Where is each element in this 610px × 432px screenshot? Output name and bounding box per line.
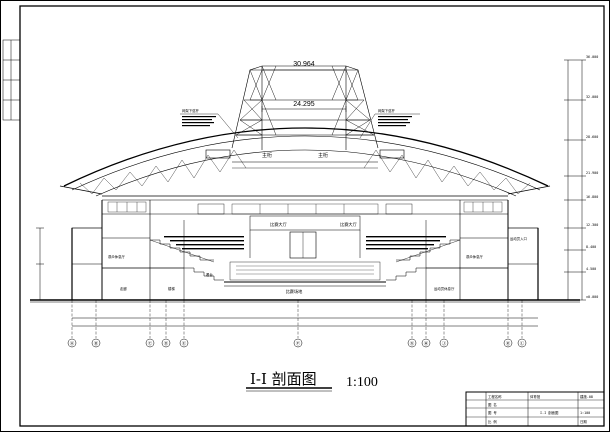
top-dimension: 30.964 xyxy=(293,61,315,68)
tb-row-3: 比 例 xyxy=(488,419,497,424)
axis-label: Ⓙ xyxy=(442,340,447,347)
axis-lines xyxy=(71,300,523,338)
elevation-labels: 36.000 32.000 28.600 21.900 16.800 12.30… xyxy=(586,55,598,299)
axis-label: Ⓒ xyxy=(148,340,153,347)
right-side-label: 运动员入口 xyxy=(510,236,527,241)
axis-bubble xyxy=(407,338,417,348)
hall-label: 比赛大厅 xyxy=(270,221,287,228)
tb-row-1: 图 名 xyxy=(488,402,497,407)
axis-bubble xyxy=(145,338,155,348)
title-block xyxy=(465,391,605,427)
right-stands xyxy=(386,239,461,281)
left-stair: 楼梯 xyxy=(168,286,175,291)
hall-frame xyxy=(249,215,361,259)
ridge-label-left: 主桁 xyxy=(262,152,272,159)
elevation-3: 21.900 xyxy=(586,171,598,175)
roof-lower-chord xyxy=(102,149,508,201)
elevation-8: ±0.000 xyxy=(586,295,598,299)
right-lower-room: 运动员休息厅 xyxy=(434,286,455,291)
truss-note-right-detail xyxy=(378,116,412,127)
tb-sheet-name: I-I 剖面图 xyxy=(540,410,559,415)
axis-label: Ⓔ xyxy=(182,340,187,347)
tb-value-0: 建施-08 xyxy=(580,394,593,399)
elevation-0: 36.000 xyxy=(586,55,598,59)
mid-dimension: 24.295 xyxy=(293,101,315,108)
seat-rows xyxy=(164,236,446,250)
axis-label: Ⓛ xyxy=(520,340,525,347)
axis-label: Ⓓ xyxy=(164,340,169,347)
drawing-title: I-I 剖面图 1:100 xyxy=(246,370,378,392)
axis-bubble xyxy=(161,338,171,348)
court-label: 比赛场地 xyxy=(286,288,304,295)
court xyxy=(224,261,386,287)
title-block-text: 体育馆 工程名称 图 名 图 号 比 例 I-I 剖面图 建施-08 1:100… xyxy=(488,394,593,424)
axis-bubble xyxy=(179,338,189,348)
truss-note-right: 网架下弦杆 xyxy=(378,108,396,113)
axis-bubble xyxy=(67,338,77,348)
axis-bubble xyxy=(91,338,101,348)
axis-bubble xyxy=(517,338,527,348)
elevation-scale xyxy=(564,59,586,301)
truss-note-left-detail xyxy=(182,116,216,127)
axis-label: Ⓗ xyxy=(424,340,429,347)
axis-label: Ⓚ xyxy=(506,340,511,347)
tb-value-1: 1:100 xyxy=(580,411,590,415)
dimension-chain xyxy=(72,317,538,327)
left-upper-room: 观众休息厅 xyxy=(108,254,126,259)
central-truss-tower xyxy=(231,65,379,150)
left-elevation-ticks xyxy=(36,227,44,301)
axis-label: Ⓖ xyxy=(410,340,415,347)
binding-strip xyxy=(2,39,21,121)
axis-bubbles: Ⓐ Ⓑ Ⓒ Ⓓ Ⓔ Ⓕ Ⓖ Ⓗ Ⓙ Ⓚ Ⓛ xyxy=(67,338,527,348)
axis-bubble xyxy=(421,338,431,348)
axis-bubble xyxy=(293,338,303,348)
elevation-5: 12.300 xyxy=(586,223,598,227)
elevation-7: 4.500 xyxy=(586,267,596,271)
elevation-4: 16.800 xyxy=(586,195,598,199)
elevation-1: 32.000 xyxy=(586,95,598,99)
inner-border xyxy=(19,5,605,427)
tb-value-2: 日期 xyxy=(580,419,587,424)
tb-row-2: 图 号 xyxy=(488,410,497,415)
stand-label: 看台 xyxy=(206,272,213,277)
hall-mark: 比赛大厅 xyxy=(340,221,357,228)
right-upper-room: 观众休息厅 xyxy=(466,254,484,259)
axis-label: Ⓐ xyxy=(70,340,75,347)
axis-label: Ⓕ xyxy=(296,340,301,347)
top-dimensions xyxy=(261,69,347,112)
section-title: I-I 剖面图 xyxy=(250,370,317,388)
axis-label: Ⓑ xyxy=(94,340,99,347)
left-stands xyxy=(149,239,224,281)
ridge-label-right: 主桁 xyxy=(318,152,328,159)
left-lower-room: 走廊 xyxy=(120,286,127,291)
axis-bubble xyxy=(439,338,449,348)
elevation-2: 28.600 xyxy=(586,135,598,139)
tb-project: 体育馆 xyxy=(530,394,541,399)
axis-bubble xyxy=(503,338,513,348)
elevation-6: 8.400 xyxy=(586,245,596,249)
truss-note-left: 网架下弦杆 xyxy=(182,108,200,113)
dome-roof xyxy=(59,127,551,197)
scale-label: 1:100 xyxy=(346,375,378,390)
truss-notes xyxy=(180,113,420,139)
wall-windows xyxy=(107,201,503,215)
tb-row-0: 工程名称 xyxy=(488,394,502,399)
building-body xyxy=(30,200,580,303)
